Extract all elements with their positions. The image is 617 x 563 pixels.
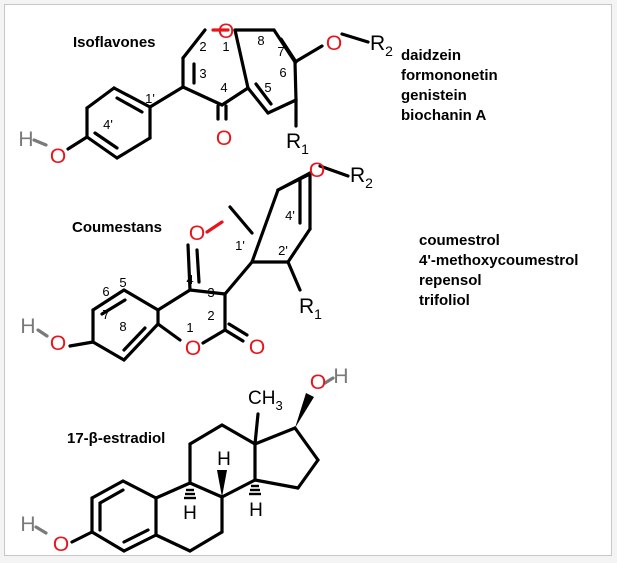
position-label: 5 <box>119 275 126 290</box>
compound-name: 4'-methoxycoumestrol <box>419 252 578 269</box>
coumestan-compound-list: coumestrol 4'-methoxycoumestrol repensol… <box>419 232 578 309</box>
r1-group: R1 <box>299 295 322 322</box>
position-label: 2' <box>278 243 288 258</box>
methyl-group: CH3 <box>248 388 283 413</box>
oxygen-atom: O <box>326 32 342 55</box>
position-label: 5 <box>264 80 271 95</box>
position-label: 3 <box>199 66 206 81</box>
hydrogen-atom: H <box>20 513 35 536</box>
position-label: 4' <box>103 117 113 132</box>
position-label: 1' <box>235 238 245 253</box>
isoflavone-compound-list: daidzein formononetin genistein biochani… <box>401 47 498 124</box>
position-label: 7 <box>102 307 109 322</box>
r1-group: R1 <box>286 130 309 157</box>
hydroxyl-oxygen-atom: O <box>50 332 66 355</box>
compound-name: biochanin A <box>401 107 486 124</box>
position-label: 4' <box>285 208 295 223</box>
hydroxyl-oxygen-atom: O <box>53 533 69 556</box>
hydrogen-atom: H <box>20 315 35 338</box>
compound-name: daidzein <box>401 47 461 64</box>
position-label: 8 <box>119 319 126 334</box>
position-label: 2 <box>207 308 214 323</box>
position-label: 3 <box>207 285 214 300</box>
lactone-oxygen-atom: O <box>185 337 201 360</box>
compound-name: repensol <box>419 272 482 289</box>
position-label: 2 <box>199 39 206 54</box>
r2-group: R2 <box>350 164 373 191</box>
hydrogen-atom: H <box>333 365 348 388</box>
r2-group: R2 <box>370 32 393 59</box>
coumestans-heading: Coumestans <box>72 219 162 236</box>
position-label: 1' <box>145 91 155 106</box>
estradiol-structure: O H O H CH3 H H H <box>20 365 348 556</box>
hydrogen-atom: H <box>183 503 197 524</box>
hydrogen-atom: H <box>18 128 33 151</box>
furan-oxygen-atom: O <box>189 222 205 245</box>
position-label: 6 <box>279 65 286 80</box>
compound-name: coumestrol <box>419 232 500 249</box>
estradiol-heading: 17-β-estradiol <box>67 430 165 447</box>
carbonyl-oxygen-atom: O <box>216 127 232 150</box>
position-label: 7 <box>277 44 284 59</box>
oxygen-atom: O <box>218 20 234 43</box>
position-label: 8 <box>257 33 264 48</box>
hydroxyl-oxygen-atom: O <box>310 371 326 394</box>
compound-name: genistein <box>401 87 467 104</box>
position-label: 4 <box>220 80 227 95</box>
compound-name: formononetin <box>401 67 498 84</box>
compound-name: trifoliol <box>419 292 470 309</box>
hydroxyl-oxygen-atom: O <box>50 145 66 168</box>
isoflavone-structure: O O O O H R2 R1 1 2 3 4 5 6 7 8 1' 4' <box>18 20 393 168</box>
carbonyl-oxygen-atom: O <box>249 336 265 359</box>
oxygen-atom: O <box>309 159 325 182</box>
position-label: 4 <box>186 272 193 287</box>
coumestan-structure: O O O O O H R2 R1 1 2 3 4 5 6 7 8 1' 2' … <box>20 159 373 362</box>
hydrogen-atom: H <box>217 449 231 470</box>
position-label: 1 <box>222 39 229 54</box>
position-label: 6 <box>102 284 109 299</box>
hydrogen-atom: H <box>249 500 263 521</box>
position-label: 1 <box>186 320 193 335</box>
isoflavones-heading: Isoflavones <box>73 34 156 51</box>
